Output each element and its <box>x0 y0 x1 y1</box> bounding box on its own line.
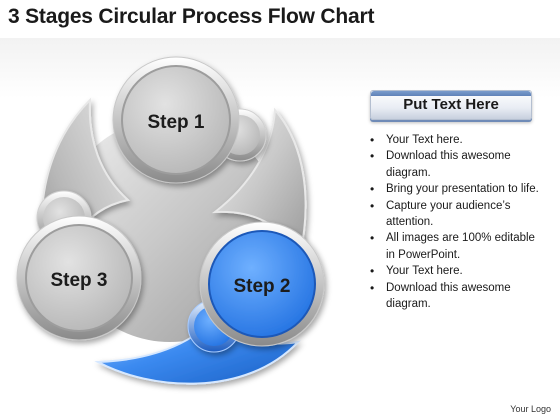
step-3-label: Step 3 <box>50 270 107 291</box>
list-item-text: All images are 100% editable in PowerPoi… <box>386 232 535 261</box>
list-item-text: Bring your presentation to life. <box>386 183 539 196</box>
text-panel: Put Text Here • Your Text here. • Download… <box>362 90 542 312</box>
list-item: • Capture your audience’s attention. <box>362 198 542 231</box>
list-item: • All images are 100% editable in PowerPo… <box>362 230 542 263</box>
bullet-icon: • <box>370 264 375 279</box>
step-1-node: Step 1 <box>112 56 267 184</box>
step-2-label: Step 2 <box>233 276 290 297</box>
bullet-icon: • <box>370 280 375 295</box>
list-item-text: Your Text here. <box>386 265 463 278</box>
list-item: • Download this awesome diagram. <box>362 148 542 181</box>
list-item: • Download this awesome diagram. <box>362 280 542 313</box>
bullet-list: • Your Text here. • Download this awesome … <box>362 132 542 312</box>
bullet-icon: • <box>370 182 375 197</box>
list-item-text: Download this awesome diagram. <box>386 150 511 179</box>
list-item-text: Download this awesome diagram. <box>386 281 511 311</box>
step-2-node: Step 2 <box>187 221 325 353</box>
panel-header: Put Text Here <box>370 90 532 120</box>
list-item-text: Your Text here. <box>386 134 463 146</box>
list-item: • Bring your presentation to life. <box>362 181 542 197</box>
list-item: • Your Text here. <box>362 132 542 148</box>
list-item-text: Capture your audience’s attention. <box>386 199 511 229</box>
step-1-label: Step 1 <box>147 112 204 133</box>
step-3-node: Step 3 <box>16 190 142 341</box>
bullet-icon: • <box>370 133 375 147</box>
list-item: • Your Text here. <box>362 263 542 279</box>
logo-text: Your Logo <box>510 404 551 414</box>
header-background <box>0 38 560 98</box>
bullet-icon: • <box>370 231 375 246</box>
page-title: 3 Stages Circular Process Flow Chart <box>8 5 375 28</box>
bullet-icon: • <box>370 149 375 164</box>
bullet-icon: • <box>370 198 375 213</box>
